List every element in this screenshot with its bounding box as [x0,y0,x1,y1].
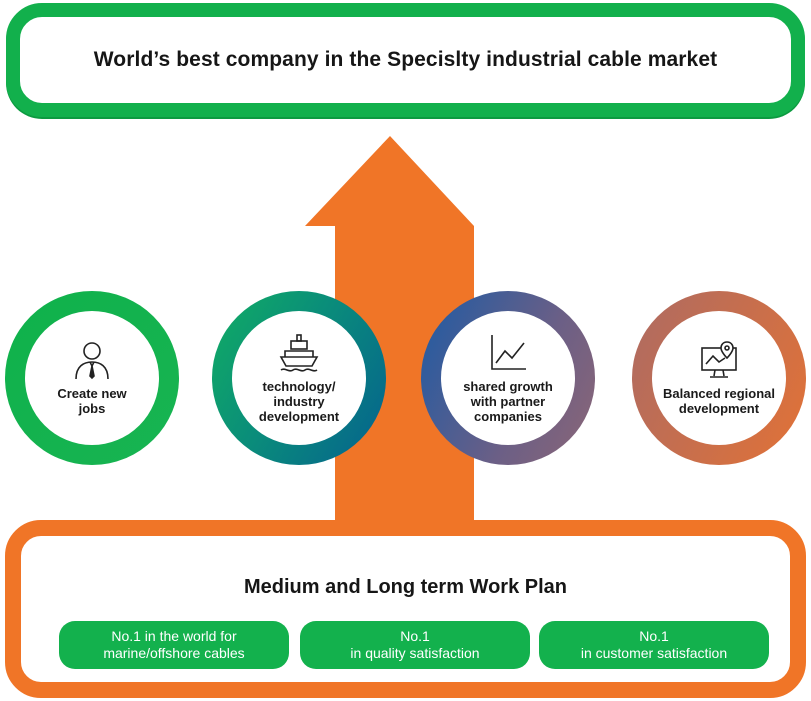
value-ring-inner: shared growth with partner companies [441,311,575,445]
value-ring-inner: technology/ industry development [232,311,366,445]
goal-pill-quality: No.1 in quality satisfaction [300,621,530,669]
goal-pill-customer: No.1 in customer satisfaction [539,621,769,669]
value-label: shared growth with partner companies [463,378,553,424]
value-ring-create-jobs: Create new jobs [5,291,179,465]
value-ring-regional: Balanced regional development [632,291,806,465]
businessman-icon [75,342,109,380]
work-plan-title: Medium and Long term Work Plan [244,576,567,598]
work-plan-panel: Medium and Long term Work Plan No.1 in t… [5,520,806,698]
value-ring-shared-growth: shared growth with partner companies [421,291,595,465]
goal-pill-marine-offshore: No.1 in the world for marine/offshore ca… [59,621,289,669]
map-pin-monitor-icon [701,341,737,378]
value-ring-inner: Balanced regional development [652,311,786,445]
value-label: technology/ industry development [258,378,340,424]
line-chart-icon [491,334,526,370]
ship-icon [279,333,319,372]
value-label: Create new jobs [57,386,127,416]
value-ring-inner: Create new jobs [25,311,159,445]
vision-banner: World’s best company in the Specislty in… [6,3,805,117]
value-ring-technology: technology/ industry development [212,291,386,465]
vision-title: World’s best company in the Specislty in… [93,48,718,71]
value-label: Balanced regional development [663,386,775,416]
